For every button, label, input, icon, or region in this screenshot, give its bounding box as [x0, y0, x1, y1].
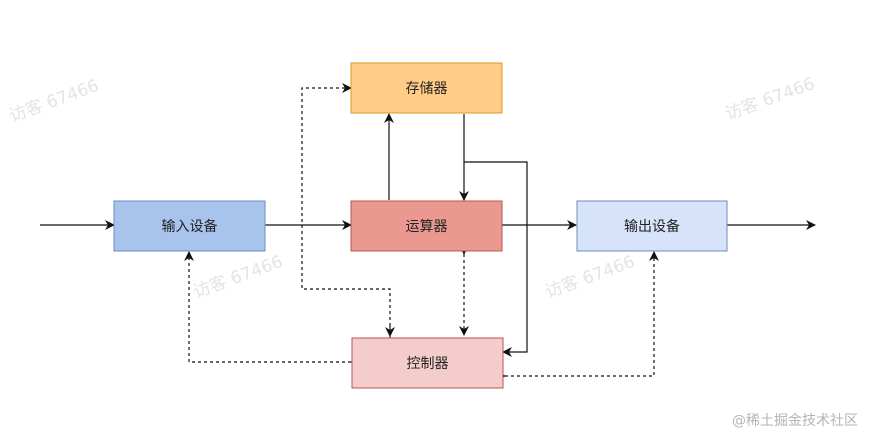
- control-label: 控制器: [407, 356, 449, 372]
- control-box: [351, 337, 504, 389]
- watermark: 访客 67466: [543, 252, 638, 303]
- watermark: 访客 67466: [191, 252, 286, 303]
- node-output: 输出设备: [576, 200, 728, 252]
- storage-label: 存储器: [406, 81, 448, 97]
- node-alu: 运算器: [350, 200, 503, 252]
- alu-label: 运算器: [406, 219, 448, 235]
- storage-to-control-arrow: [464, 161, 528, 357]
- node-control: 控制器: [351, 337, 504, 389]
- watermark: 访客 67466: [723, 74, 818, 125]
- dashed-connectors: [184, 83, 659, 381]
- control-output-bidirectional-arrow: [496, 251, 659, 381]
- node-storage: 存储器: [350, 62, 503, 114]
- input-label: 输入设备: [162, 218, 218, 235]
- watermark: 访客 67466: [7, 76, 102, 127]
- control-to-storage-arrow: [301, 83, 391, 338]
- node-input: 输入设备: [113, 200, 266, 252]
- storage-box: [350, 62, 503, 114]
- site-credit: @稀土掘金技术社区: [732, 413, 858, 429]
- input-box: [113, 200, 266, 252]
- output-box: [576, 200, 728, 252]
- output-label: 输出设备: [624, 218, 680, 235]
- control-input-bidirectional-arrow: [184, 251, 360, 367]
- alu-box: [350, 200, 503, 252]
